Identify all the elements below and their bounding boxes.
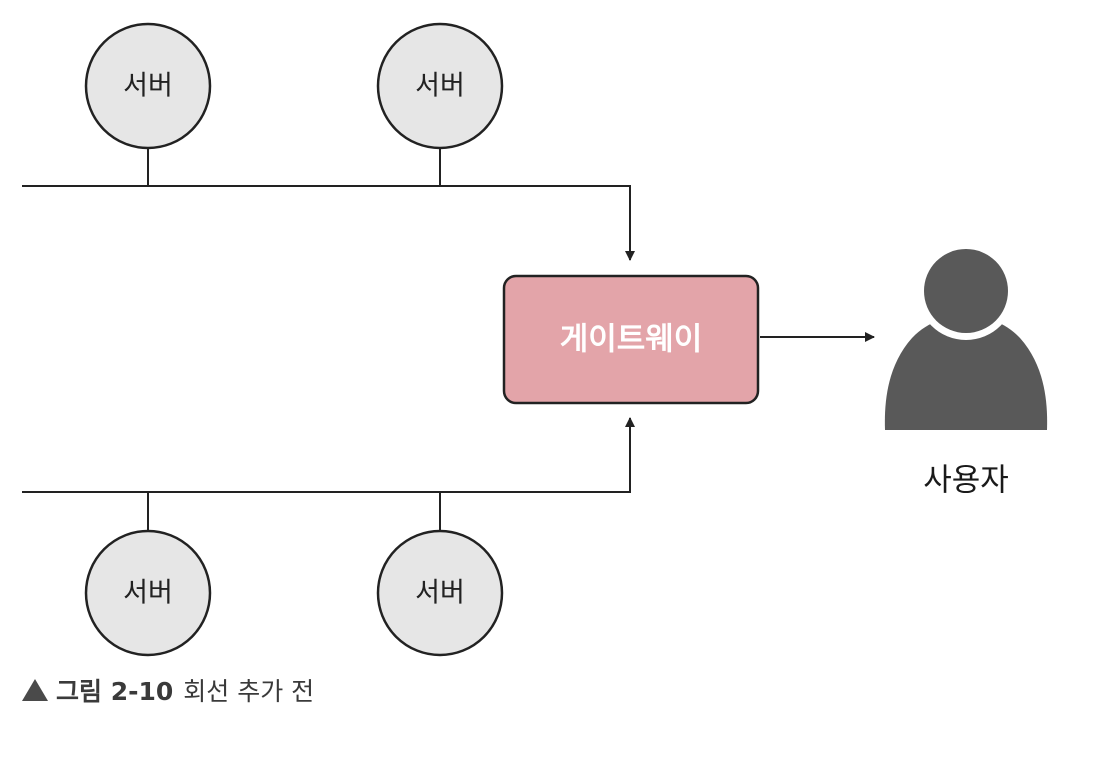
server-node: 서버 <box>376 22 504 150</box>
figure-number: 그림 2-10 <box>56 677 174 706</box>
server-label: 서버 <box>123 71 173 102</box>
server-label: 서버 <box>123 578 173 609</box>
gateway-node: 게이트웨이 <box>502 274 760 405</box>
server-label: 서버 <box>415 578 465 609</box>
user-label: 사용자 <box>923 463 1009 499</box>
figure-caption-text: 회선 추가 전 <box>183 677 315 706</box>
server-node: 서버 <box>376 529 504 657</box>
user-icon <box>884 242 1048 430</box>
top-bus-line <box>22 185 635 261</box>
triangle-marker-icon <box>22 679 48 701</box>
gateway-label: 게이트웨이 <box>560 322 703 358</box>
server-node: 서버 <box>84 22 212 150</box>
bottom-bus-line <box>22 417 635 493</box>
server-node: 서버 <box>84 529 212 657</box>
server-label: 서버 <box>415 71 465 102</box>
figure-caption: 그림 2-10 회선 추가 전 <box>22 672 314 708</box>
